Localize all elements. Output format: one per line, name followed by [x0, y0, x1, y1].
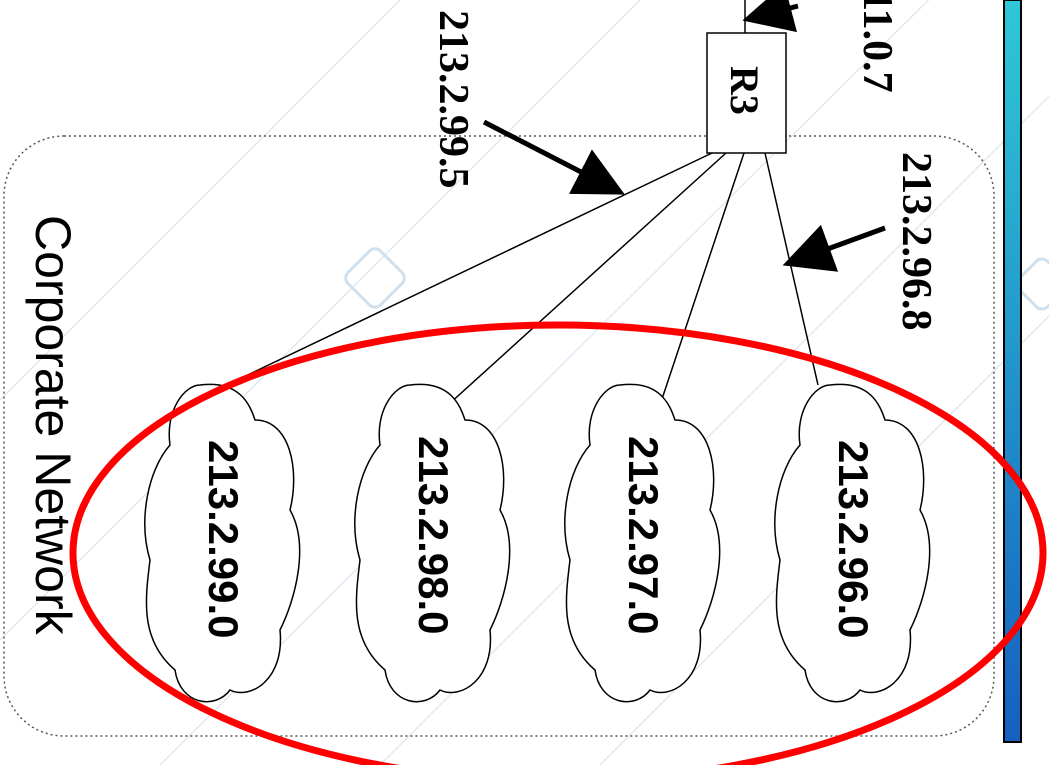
router-label: R3 [722, 66, 767, 115]
subnet-label: 213.2.97.0 [620, 436, 667, 635]
subnet-links [211, 152, 819, 406]
watermark-logo [344, 247, 1049, 311]
interface-arrow-left [482, 119, 625, 195]
interface-label-top: 11.0.7 [854, 0, 900, 93]
router-r3: R3 [706, 32, 787, 154]
subnet-label: 213.2.98.0 [410, 436, 457, 635]
highlight-ellipse [69, 321, 1047, 765]
subnet-label: 213.2.96.0 [830, 440, 877, 639]
interface-label-right: 213.2.96.8 [893, 152, 939, 331]
uplink-arrow [742, 0, 799, 33]
corporate-network-boundary [3, 135, 995, 737]
interface-label-left: 213.2.99.5 [430, 10, 476, 189]
subnet-label: 213.2.99.0 [200, 440, 247, 639]
subnet-cloud [144, 383, 931, 703]
side-bar [1003, 0, 1022, 743]
interface-arrow-right [782, 224, 886, 272]
